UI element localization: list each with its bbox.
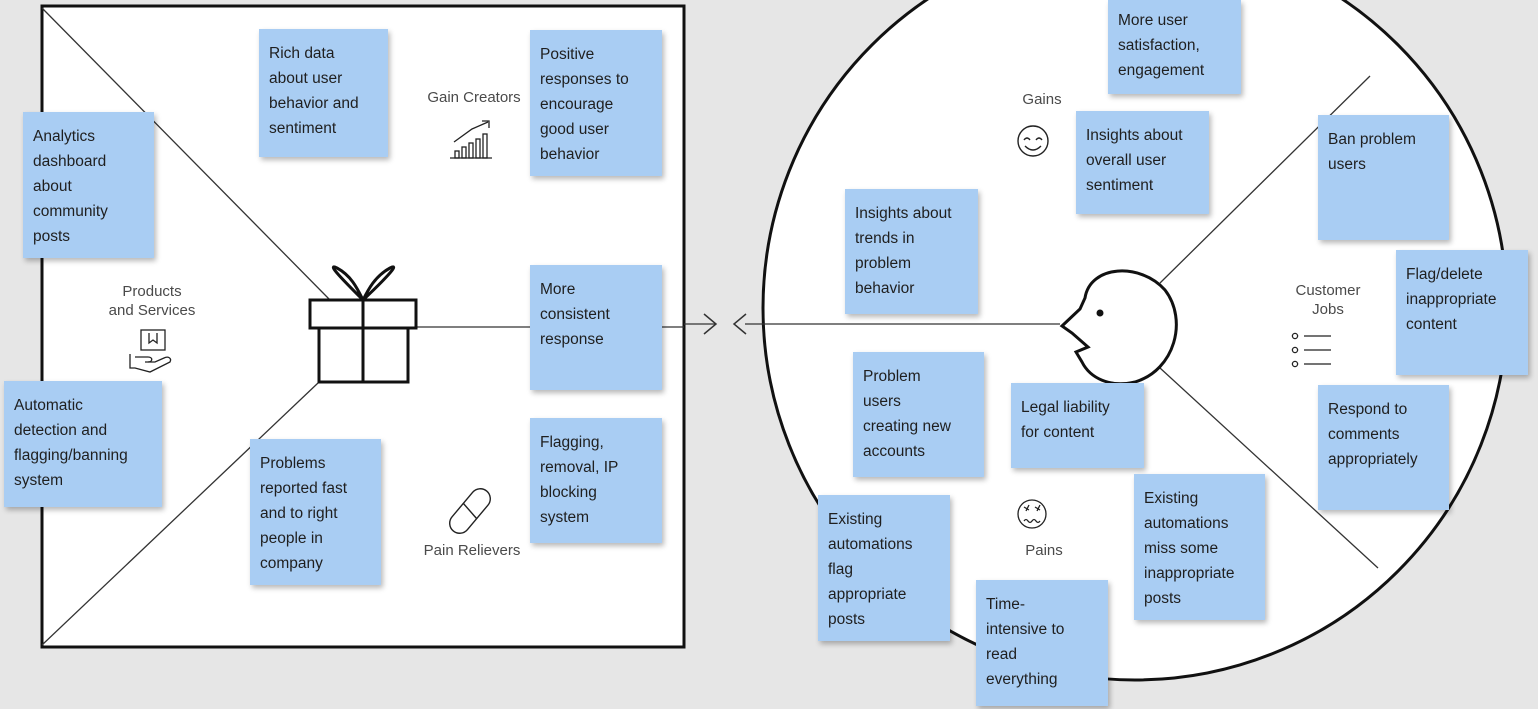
list-icon: [1291, 332, 1331, 368]
sticky-note[interactable]: Respond to comments appropriately: [1318, 385, 1449, 510]
sticky-note[interactable]: Automatic detection and flagging/banning…: [4, 381, 162, 507]
arrow-left-icon: [732, 313, 747, 335]
frown-icon: [1017, 499, 1047, 529]
products-services-label: Products and Services: [108, 283, 196, 319]
sticky-note[interactable]: Legal liability for content: [1011, 383, 1144, 468]
sticky-note[interactable]: Ban problem users: [1318, 115, 1449, 240]
sticky-note[interactable]: Problems reported fast and to right peop…: [250, 439, 381, 585]
sticky-note[interactable]: Rich data about user behavior and sentim…: [259, 29, 388, 157]
value-map-diagonal-top: [41, 7, 331, 301]
arrow-right-icon: [703, 313, 718, 335]
sticky-note[interactable]: Existing automations flag appropriate po…: [818, 495, 950, 641]
sticky-note[interactable]: Insights about overall user sentiment: [1076, 111, 1209, 214]
customer-profile-line-top: [1159, 75, 1371, 284]
sticky-note[interactable]: Existing automations miss some inappropr…: [1134, 474, 1265, 620]
customer-profile-line-bottom: [1159, 367, 1379, 569]
pain-relievers-label: Pain Relievers: [423, 542, 521, 559]
gain-creators-label: Gain Creators: [427, 89, 521, 106]
pill-icon: [449, 488, 491, 534]
customer-face-icon: [1059, 269, 1178, 386]
hand-box-icon: [129, 329, 172, 373]
gift-icon: [308, 265, 418, 384]
value-map-diagonal-bottom: [41, 382, 319, 646]
customer-jobs-label: Customer Jobs: [1295, 282, 1361, 318]
smiley-icon: [1017, 125, 1049, 157]
sticky-note[interactable]: Time- intensive to read everything: [976, 580, 1108, 706]
pains-label: Pains: [1025, 542, 1063, 559]
sticky-note[interactable]: More consistent response: [530, 265, 662, 390]
sticky-note[interactable]: Analytics dashboard about community post…: [23, 112, 154, 258]
sticky-note[interactable]: Insights about trends in problem behavio…: [845, 189, 978, 314]
sticky-note[interactable]: Flagging, removal, IP blocking system: [530, 418, 662, 543]
sticky-note[interactable]: Problem users creating new accounts: [853, 352, 984, 477]
growth-chart-icon: [450, 120, 492, 159]
sticky-note[interactable]: Flag/delete inappropriate content: [1396, 250, 1528, 375]
gains-label: Gains: [1022, 91, 1062, 108]
sticky-note[interactable]: Positive responses to encourage good use…: [530, 30, 662, 176]
face-eye: [1096, 309, 1104, 317]
sticky-note[interactable]: More user satisfaction, engagement: [1108, 0, 1241, 94]
